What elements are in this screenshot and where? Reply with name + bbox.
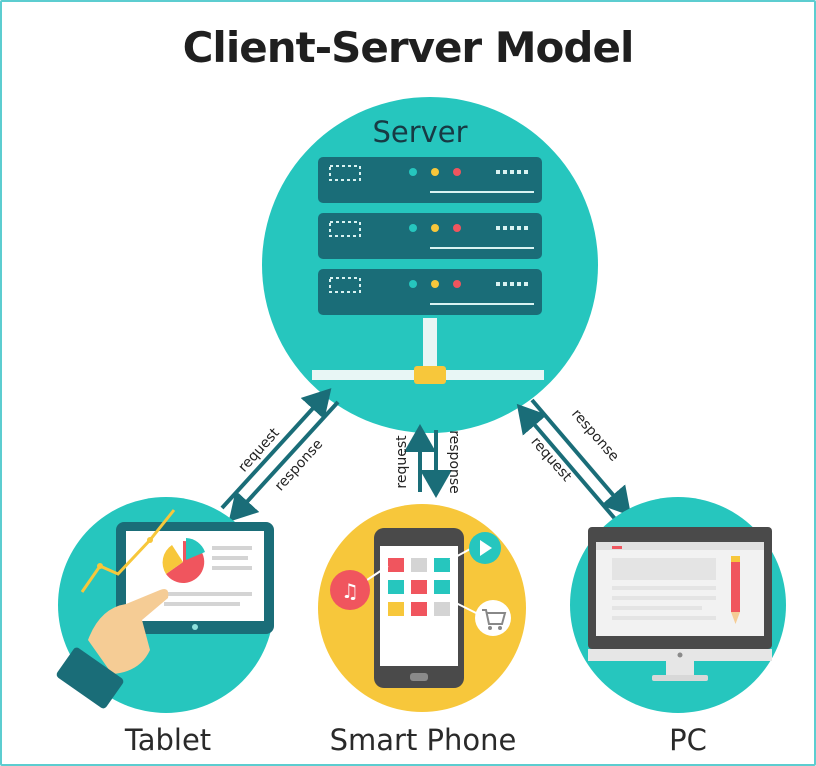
- tablet-node: [56, 497, 274, 713]
- server-label: Server: [372, 115, 467, 149]
- tablet-request-arrow: [220, 388, 332, 510]
- arrows: [220, 388, 632, 522]
- pc-request-arrow: [516, 403, 618, 522]
- pc-response-label: response: [568, 406, 622, 464]
- phone-request-label: request: [394, 435, 410, 489]
- smartphone-label: Smart Phone: [330, 723, 517, 757]
- phone-response-label: response: [446, 430, 462, 494]
- desktop-pc-icon: [588, 527, 772, 681]
- svg-text:♫: ♫: [341, 579, 359, 603]
- pc-node: [570, 497, 786, 713]
- pc-response-arrow: [530, 398, 632, 517]
- tablet-label: Tablet: [124, 723, 211, 757]
- tablet-response-arrow: [228, 400, 340, 522]
- pc-label: PC: [669, 723, 707, 757]
- server-node: Server: [262, 97, 598, 433]
- smartphone-icon: ♫: [330, 528, 511, 688]
- phone-node: ♫: [318, 504, 526, 712]
- server-rack-icon: [312, 157, 544, 384]
- diagram-title: Client-Server Model: [183, 23, 634, 72]
- tablet-icon: [56, 509, 274, 709]
